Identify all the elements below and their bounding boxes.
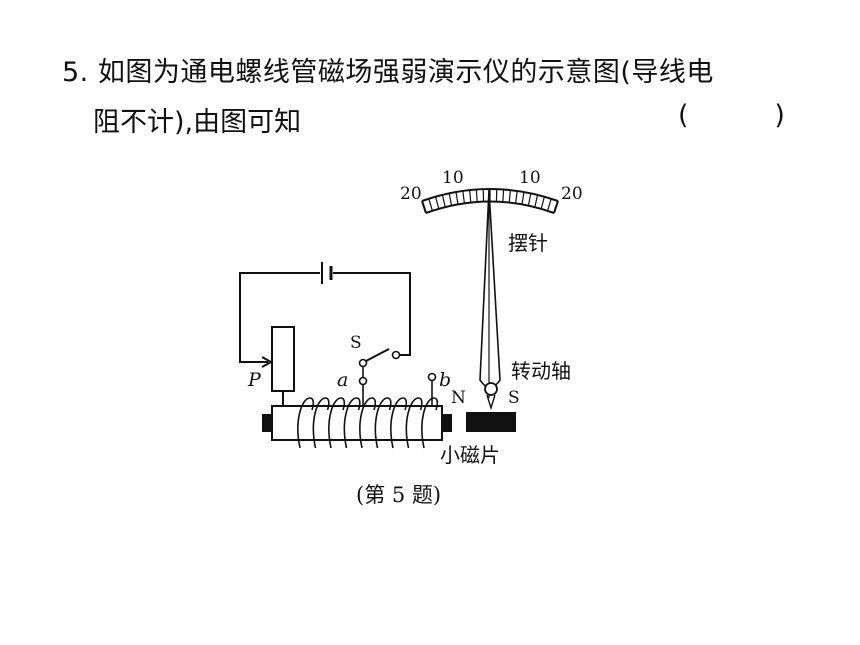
switch-contact-right	[391, 350, 401, 360]
coil-turn	[312, 397, 330, 449]
scale-tick	[475, 189, 478, 202]
scale-ticks	[421, 189, 559, 214]
pointer-needle	[479, 189, 501, 389]
scale-label-left-10: 10	[442, 168, 464, 188]
coil-turn	[343, 397, 361, 449]
coil-turn	[421, 397, 439, 449]
scale-tick	[435, 196, 440, 210]
pole-s-label: S	[508, 388, 520, 408]
scale-tick	[502, 189, 505, 202]
pivot-label: 转动轴	[511, 359, 571, 383]
switch-blade	[365, 348, 390, 362]
rheostat	[271, 326, 295, 392]
switch-label: S	[350, 333, 362, 353]
coil-turn	[374, 397, 392, 449]
scale-tick	[462, 190, 465, 204]
coil-turn	[328, 397, 346, 449]
coil-turn	[390, 397, 408, 449]
core-end-right	[442, 414, 452, 432]
scale-tick	[421, 200, 427, 214]
coil-turn	[405, 397, 423, 449]
terminal-b	[427, 372, 437, 382]
coil-turn	[297, 397, 315, 449]
terminal-a-label: a	[337, 369, 348, 391]
scale-tick	[553, 200, 559, 214]
scale-tick	[547, 198, 552, 211]
answer-blank: ( )	[678, 100, 785, 131]
circuit-wire-loop	[239, 272, 320, 363]
scale-tick	[508, 190, 511, 203]
terminal-a	[358, 376, 368, 386]
question-line-1: 5. 如图为通电螺线管磁场强弱演示仪的示意图(导线电	[62, 57, 714, 88]
core-end-left	[262, 414, 272, 432]
pointer-label: 摆针	[508, 231, 548, 255]
scale-tick	[469, 190, 472, 203]
scale-tick	[540, 196, 545, 210]
scale-tick	[521, 191, 525, 205]
switch-contact-left	[358, 358, 368, 368]
scale-label-right-20: 20	[561, 184, 583, 204]
terminal-b-label: b	[439, 369, 451, 391]
scale-label-right-10: 10	[519, 168, 541, 188]
scale-tick	[534, 194, 539, 208]
scale-tick	[428, 198, 433, 211]
scale-tick	[441, 194, 446, 208]
scale-tick	[527, 193, 532, 206]
small-magnet	[466, 412, 516, 432]
scale-tick	[448, 193, 453, 206]
pivot-circle	[484, 382, 498, 396]
slider-label: P	[247, 369, 262, 391]
pole-n-label: N	[451, 388, 466, 408]
figure-caption: (第 5 题)	[356, 483, 441, 507]
scale-tick	[515, 190, 518, 204]
question-line-2: 阻不计),由图可知	[93, 107, 302, 138]
coil-turn	[359, 397, 377, 449]
scale-tick	[455, 191, 459, 205]
scale-label-left-20: 20	[400, 184, 422, 204]
solenoid-coils	[297, 397, 439, 449]
magnet-label: 小磁片	[440, 443, 500, 467]
